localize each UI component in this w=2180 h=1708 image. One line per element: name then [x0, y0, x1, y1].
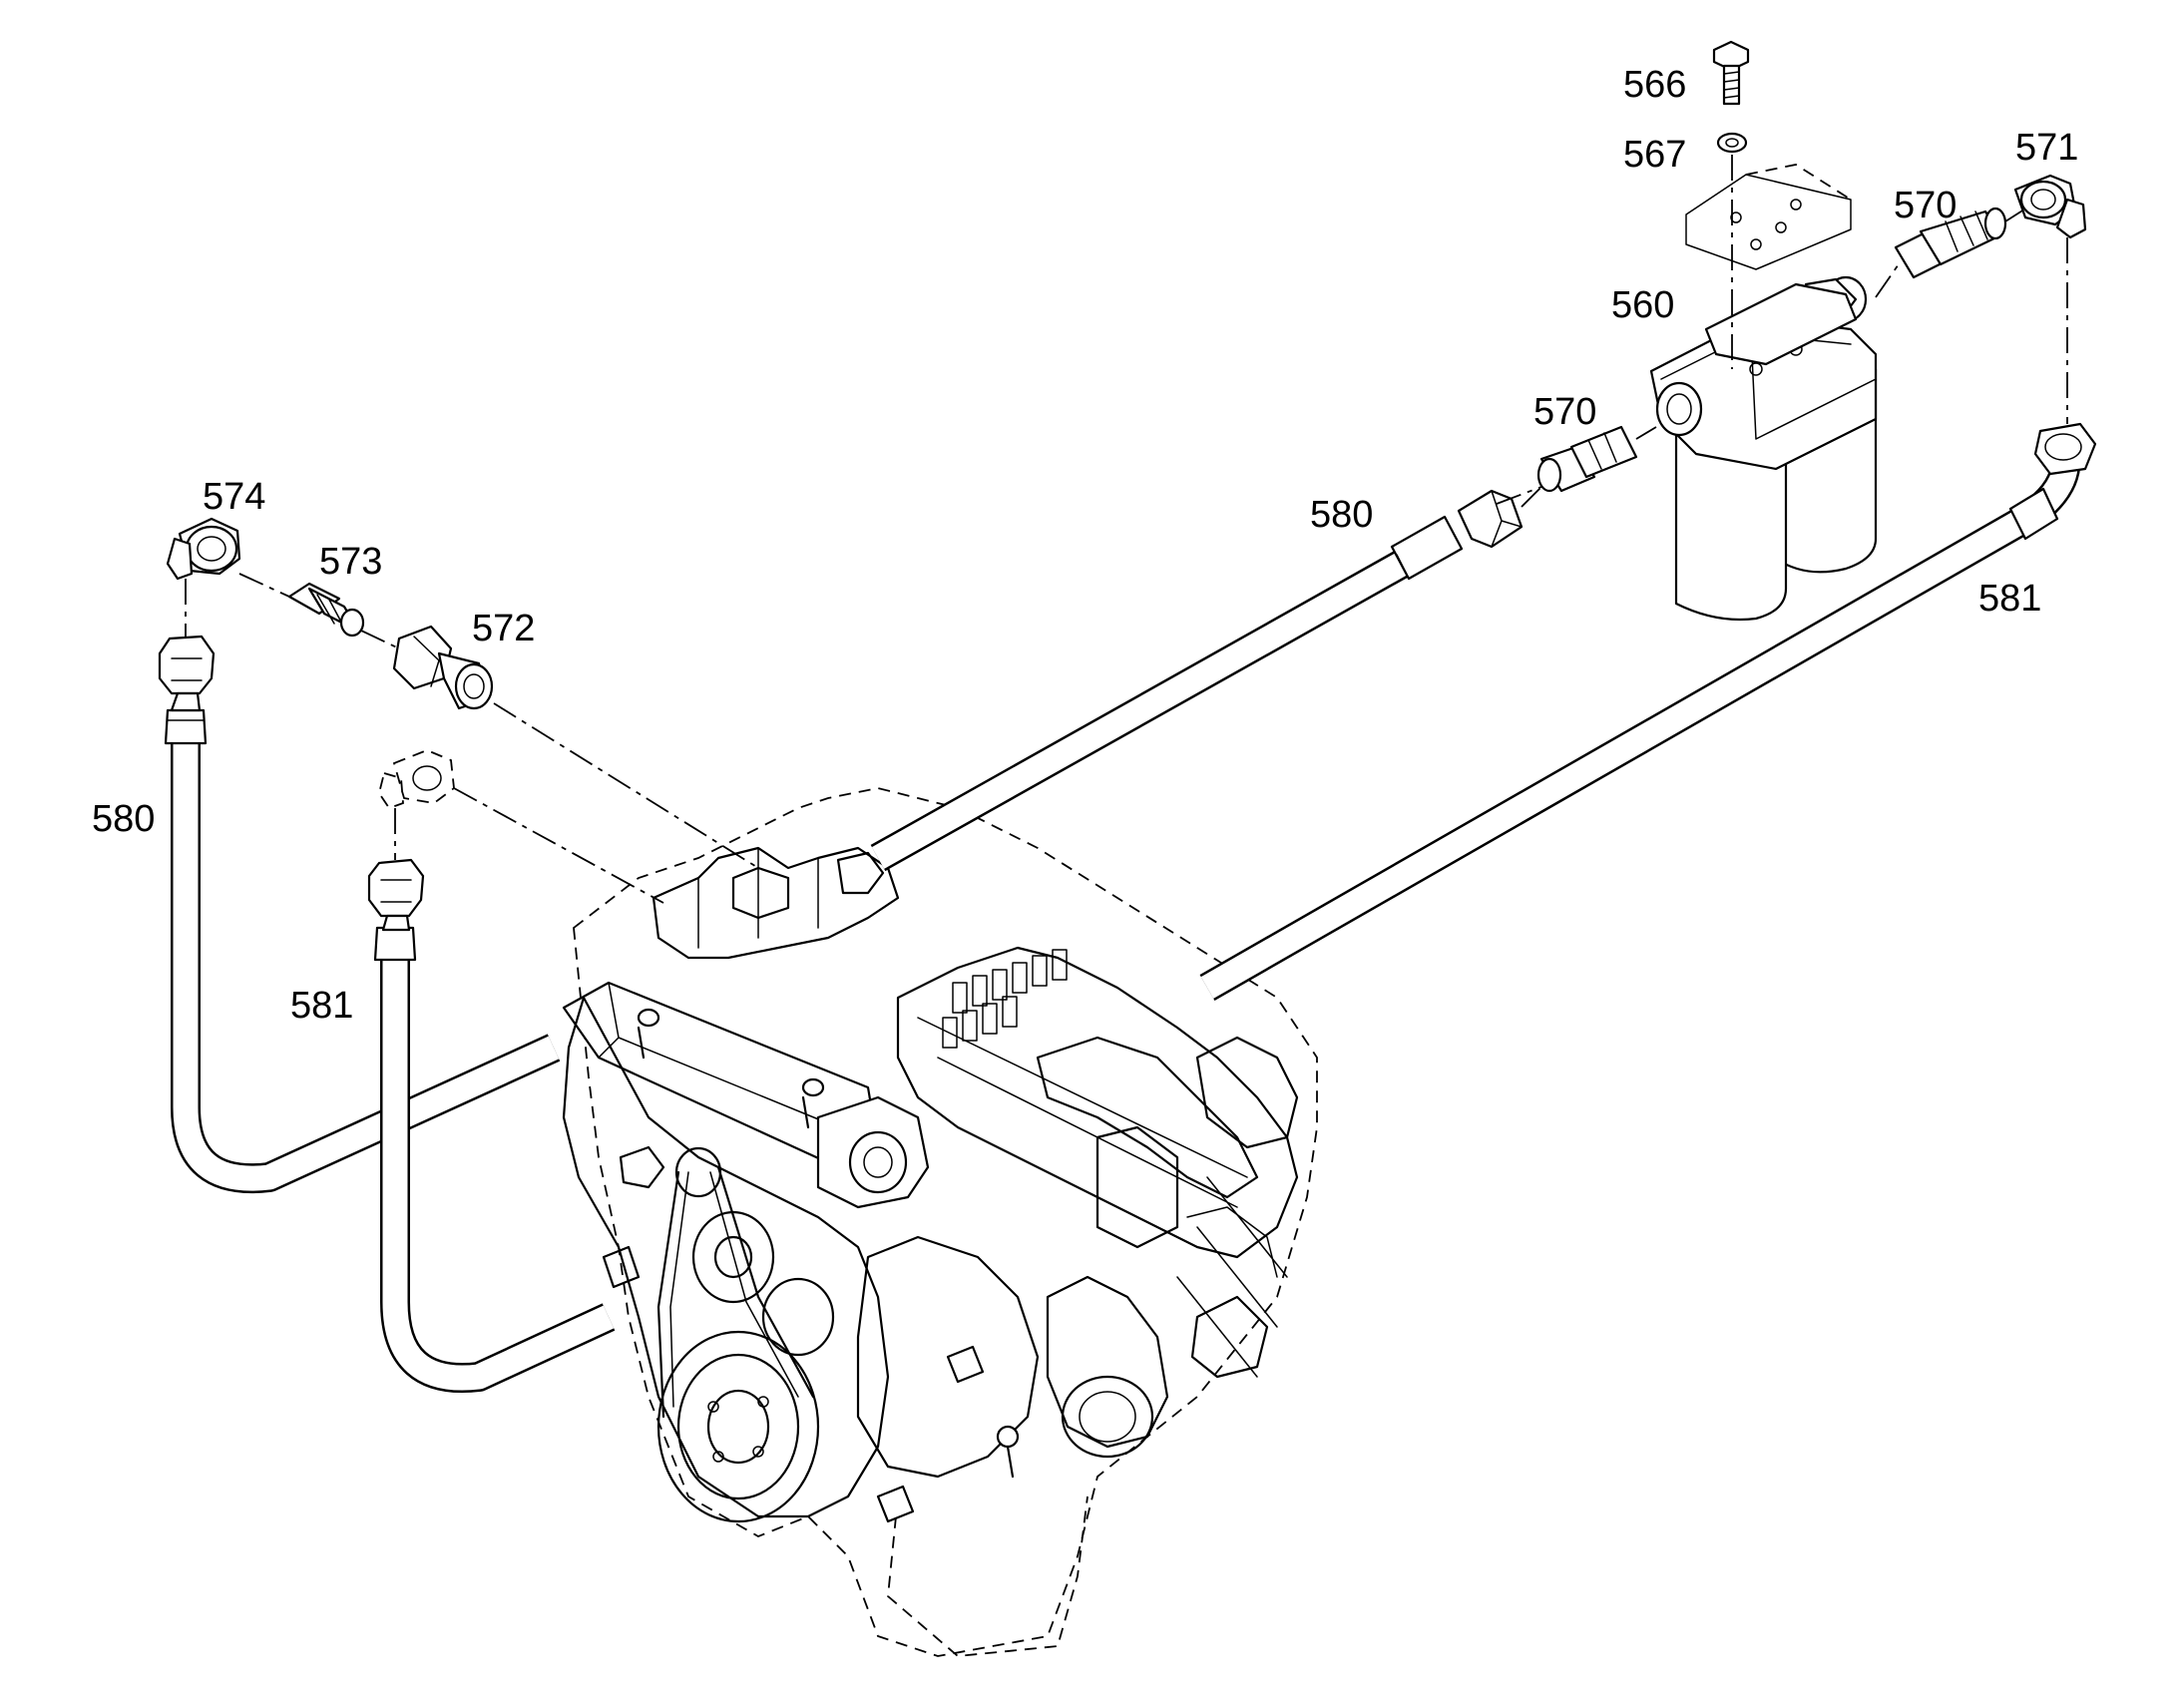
label-580-left: 580	[92, 798, 155, 840]
filter-assembly-560	[1649, 275, 1878, 622]
label-574: 574	[203, 476, 265, 518]
hose-581-right	[1199, 422, 2097, 1002]
hose-580-left	[158, 635, 561, 1194]
fitting-573-axis	[238, 573, 400, 649]
fitting-572	[392, 625, 494, 710]
label-581-left: 581	[290, 985, 353, 1027]
bolt-566	[1712, 40, 1750, 106]
label-566: 566	[1623, 64, 1686, 106]
label-571: 571	[2015, 127, 2078, 169]
part-labels: 566 567 571 570 560 570 580 581 574 573 …	[92, 64, 2078, 1027]
hose-580-right-axis	[1496, 486, 1542, 505]
washer-567	[1716, 132, 1748, 154]
label-580-right: 580	[1310, 494, 1373, 536]
elbow-581-left-axis	[394, 787, 664, 904]
label-573: 573	[319, 541, 382, 583]
fitting-572-axis	[493, 702, 759, 869]
elbow-571	[2013, 174, 2087, 239]
elbow-581-left	[378, 749, 455, 810]
fitting-573	[287, 582, 365, 638]
hose-580-right	[870, 489, 1524, 872]
label-581-right: 581	[1978, 578, 2041, 620]
hose-581-left	[367, 858, 616, 1393]
fitting-570-lower	[1536, 425, 1638, 493]
fitting-570-upper	[1894, 207, 2007, 279]
label-567: 567	[1623, 134, 1686, 176]
engine-block	[562, 787, 1318, 1657]
label-572: 572	[472, 608, 535, 649]
mounting-bracket	[1685, 164, 1852, 270]
label-560: 560	[1611, 284, 1674, 326]
elbow-574	[166, 517, 241, 581]
label-570-upper: 570	[1894, 185, 1957, 226]
label-570-lower: 570	[1533, 391, 1596, 433]
fitting-570-lower-axis	[1521, 426, 1657, 508]
